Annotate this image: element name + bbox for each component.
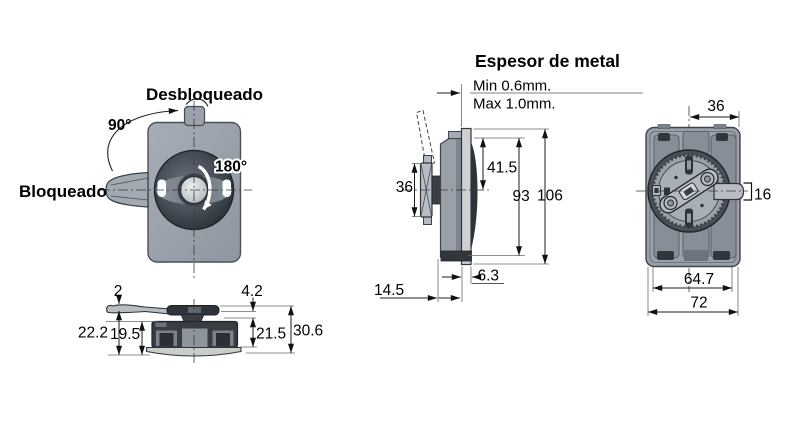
disc-slot-top-inner <box>687 160 691 170</box>
panel-title: Espesor de metal <box>475 51 620 71</box>
dim-14-5: 14.5 <box>374 282 404 299</box>
thickness-min: Min 0.6mm. <box>473 78 551 95</box>
body-edge-shade <box>456 138 462 257</box>
open-arc-90-icon <box>107 107 179 172</box>
latch-tongue <box>713 182 745 201</box>
label-locked: Bloqueado <box>19 182 107 201</box>
disc-dot-2 <box>700 203 704 208</box>
thickness-max: Max 1.0mm. <box>473 96 556 113</box>
dim-36-wing: 36 <box>396 179 413 196</box>
tongue-bracket <box>743 182 753 201</box>
lever-tab-up <box>183 105 206 127</box>
body-lip <box>448 131 463 139</box>
rear-view: 36 16 64.7 72 <box>636 98 771 316</box>
dim-30-6: 30.6 <box>293 323 323 340</box>
clip-nub-right <box>713 124 727 129</box>
dim-6-3: 6.3 <box>478 268 500 285</box>
dim-36-offset: 36 <box>707 98 724 115</box>
label-unlocked: Desbloqueado <box>146 85 263 104</box>
dim-93: 93 <box>513 188 530 205</box>
dim-64-7: 64.7 <box>684 271 714 288</box>
label-angle-180: 180° <box>215 159 247 176</box>
metal-panel <box>460 127 472 266</box>
lever-arm-side <box>106 304 171 315</box>
body-bottom-cap <box>440 250 472 262</box>
hub-side <box>180 314 205 322</box>
inset-left-dark <box>159 333 174 346</box>
disc-slot-bottom-inner <box>687 213 691 223</box>
cam-lever <box>659 168 719 214</box>
dim-106: 106 <box>537 188 563 205</box>
dim-16: 16 <box>754 187 771 204</box>
dim-2: 2 <box>114 283 123 300</box>
body-notch <box>155 322 167 327</box>
lever-open-dashed <box>415 109 436 166</box>
front-view: Desbloqueado 90° Bloqueado 180° <box>19 85 263 279</box>
recess-bottom-shade <box>684 250 708 261</box>
clip-nub-left <box>657 124 671 129</box>
rotation-arrow-180-icon <box>197 164 212 211</box>
inset-right-dark <box>216 333 230 346</box>
dim-21-5: 21.5 <box>256 326 286 343</box>
dim-4-2: 4.2 <box>241 283 263 300</box>
disc-dot-1 <box>674 175 678 180</box>
flip-arc-icon <box>185 98 209 107</box>
dim-19-5: 19.5 <box>110 326 140 343</box>
mount-tabs <box>657 133 730 260</box>
dim-22-2: 22.2 <box>78 325 108 342</box>
inset-center <box>182 328 208 348</box>
flange-side <box>145 346 242 357</box>
side-view: 2 4.2 22.2 19.5 21.5 30.6 <box>78 283 323 364</box>
wing-hub-highlight <box>188 307 201 313</box>
panel-view: Espesor de metal Min 0.6mm. Max 1.0mm. 3… <box>374 51 643 302</box>
knob-slot-left <box>157 179 166 197</box>
disc-left-clip-hole <box>654 188 659 193</box>
dim-41-5: 41.5 <box>487 160 517 177</box>
dim-72: 72 <box>690 295 707 312</box>
latch-blade-edge <box>471 142 478 250</box>
knob-slot-right <box>222 179 231 197</box>
label-angle-90: 90° <box>108 117 131 134</box>
